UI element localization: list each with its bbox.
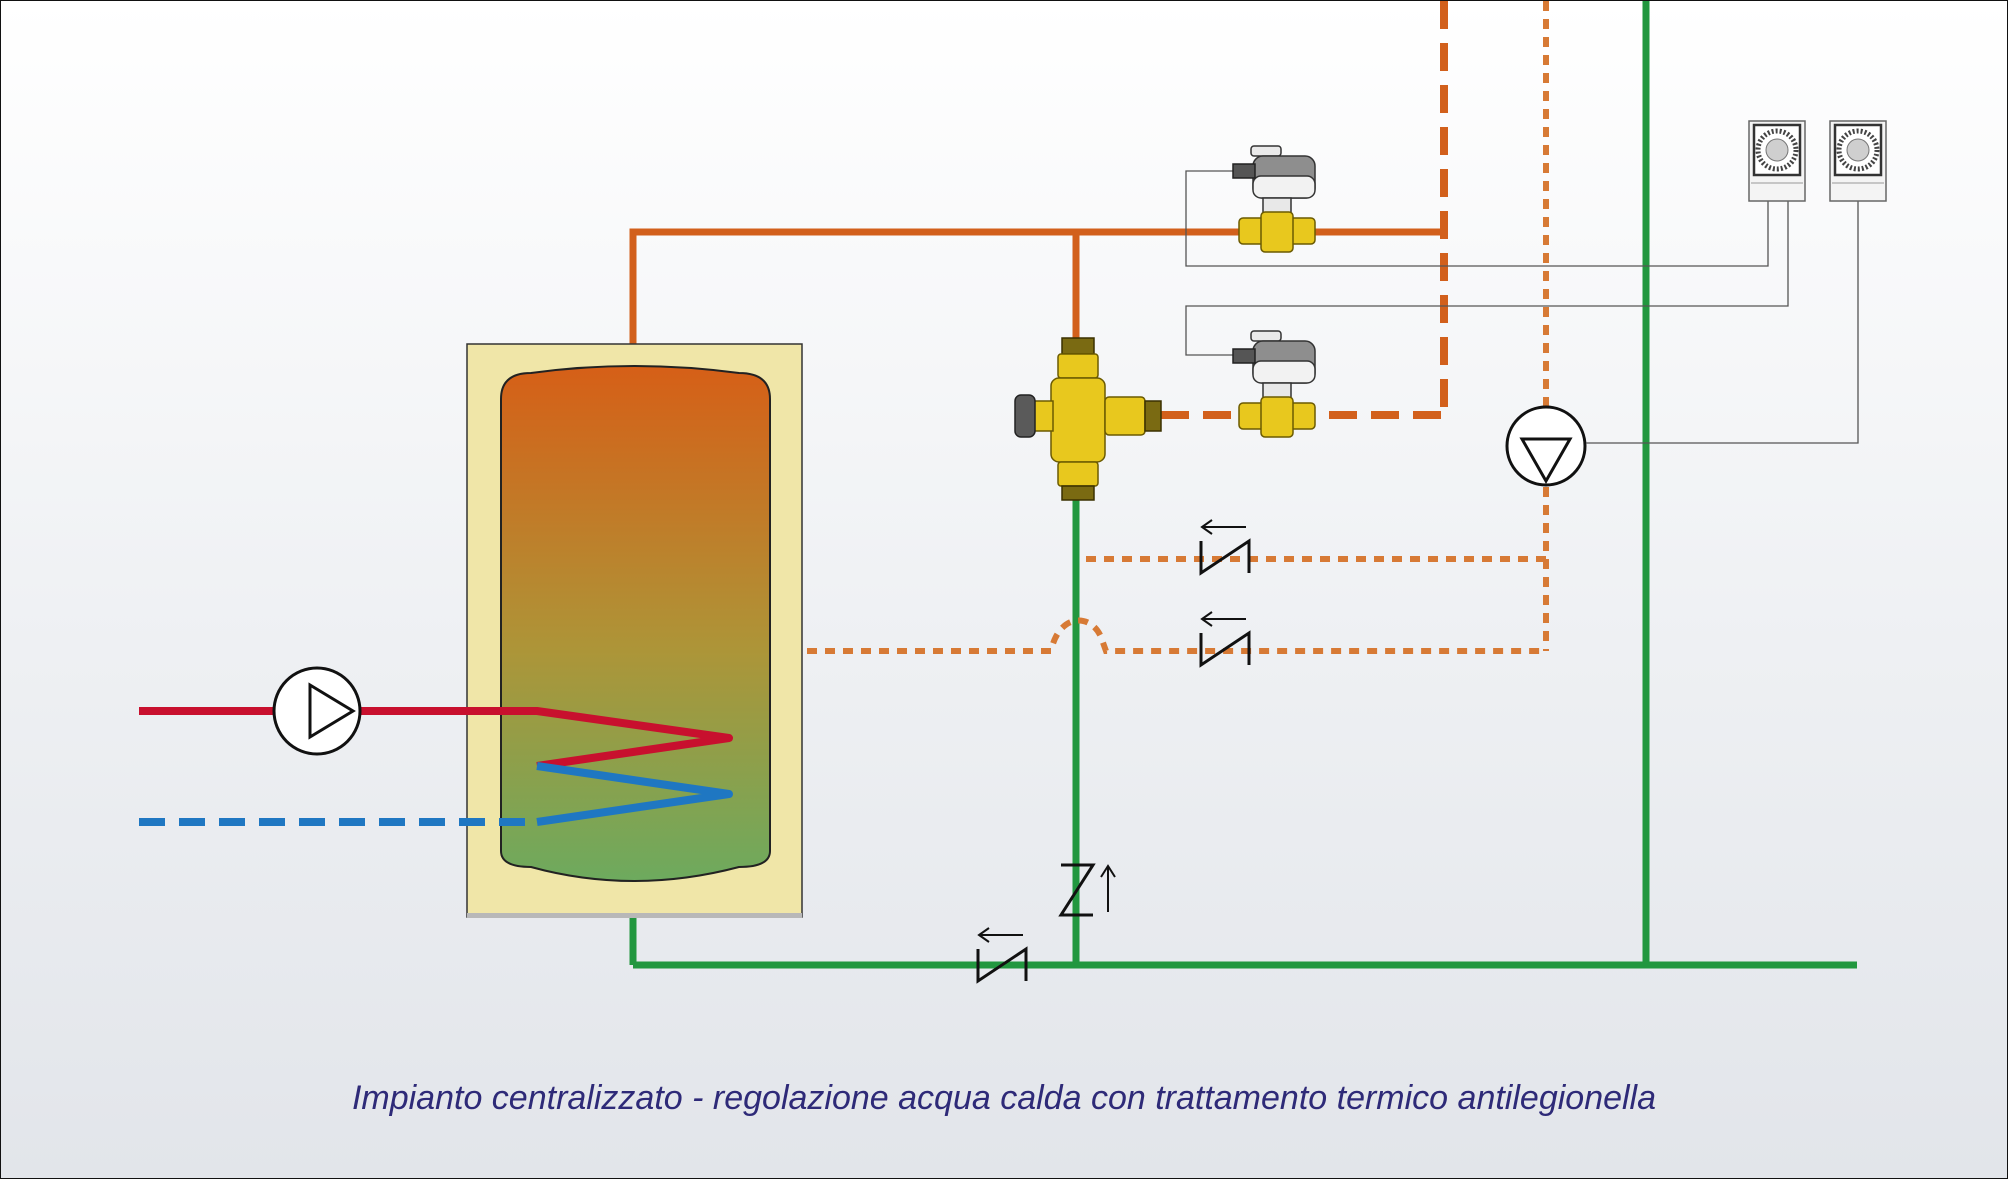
pump-icon: [1505, 405, 1587, 487]
check-valve-icon: [1199, 611, 1251, 668]
primary-return-coil: [536, 762, 733, 826]
check-valve-icon: [976, 927, 1028, 984]
timer-icon: [1829, 120, 1887, 202]
hot-water-pipes: [629, 228, 1444, 373]
hot-supply-pipe: [629, 228, 1444, 373]
check-valve-icon: [1058, 863, 1116, 917]
wire-timer1-valve1: [1185, 170, 1769, 267]
recirculation-tank-branch: [771, 617, 1546, 654]
cold-water-pipes: [629, 1, 1857, 969]
zone-valve-icon: [1232, 145, 1316, 253]
check-valve-icon: [1199, 519, 1251, 576]
diagram-caption: Impianto centralizzato - regolazione acq…: [351, 1079, 1657, 1117]
zone-valve-icon: [1232, 330, 1316, 438]
timer-icon: [1748, 120, 1806, 202]
wire-timer2-pump: [1586, 199, 1859, 444]
mixing-valve-icon: [1014, 337, 1162, 501]
tank-vessel: [500, 365, 771, 882]
wire-timer1-valve2: [1185, 199, 1789, 356]
pump-icon: [272, 666, 362, 756]
tank-base: [467, 913, 802, 918]
recirculation-pipes: [771, 1, 1549, 654]
control-wiring: [1185, 170, 1859, 444]
storage-tank: [466, 343, 803, 918]
